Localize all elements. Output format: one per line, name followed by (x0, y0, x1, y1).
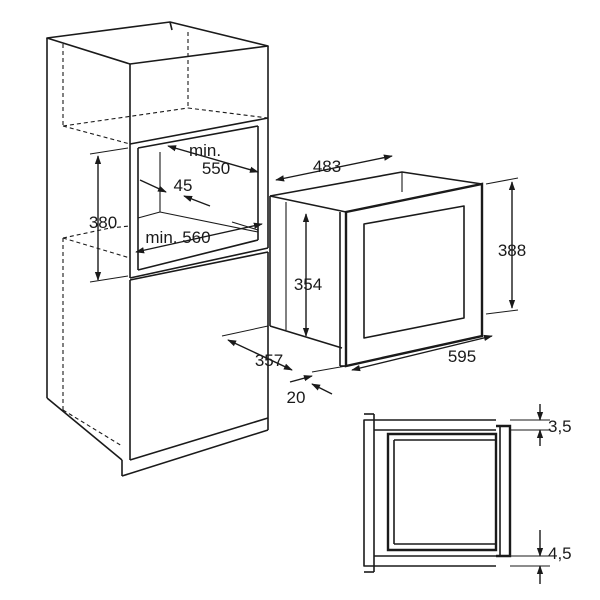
label-3-5: 3,5 (548, 417, 572, 436)
label-45: 45 (174, 176, 193, 195)
label-357: 357 (255, 351, 283, 370)
label-388: 388 (498, 241, 526, 260)
label-595: 595 (448, 347, 476, 366)
label-4-5: 4,5 (548, 544, 572, 563)
niche-dimensions (89, 145, 263, 283)
label-min-550-bottom: 550 (202, 159, 230, 178)
label-354: 354 (294, 275, 322, 294)
label-380: 380 (89, 213, 117, 232)
appliance (269, 171, 484, 368)
label-20: 20 (287, 388, 306, 407)
section-detail (363, 404, 550, 584)
appliance-dimensions (221, 154, 519, 395)
label-min-550-top: min. (189, 141, 221, 160)
label-min-560: min. 560 (145, 228, 210, 247)
label-483: 483 (313, 157, 341, 176)
tall-cabinet (46, 21, 269, 477)
